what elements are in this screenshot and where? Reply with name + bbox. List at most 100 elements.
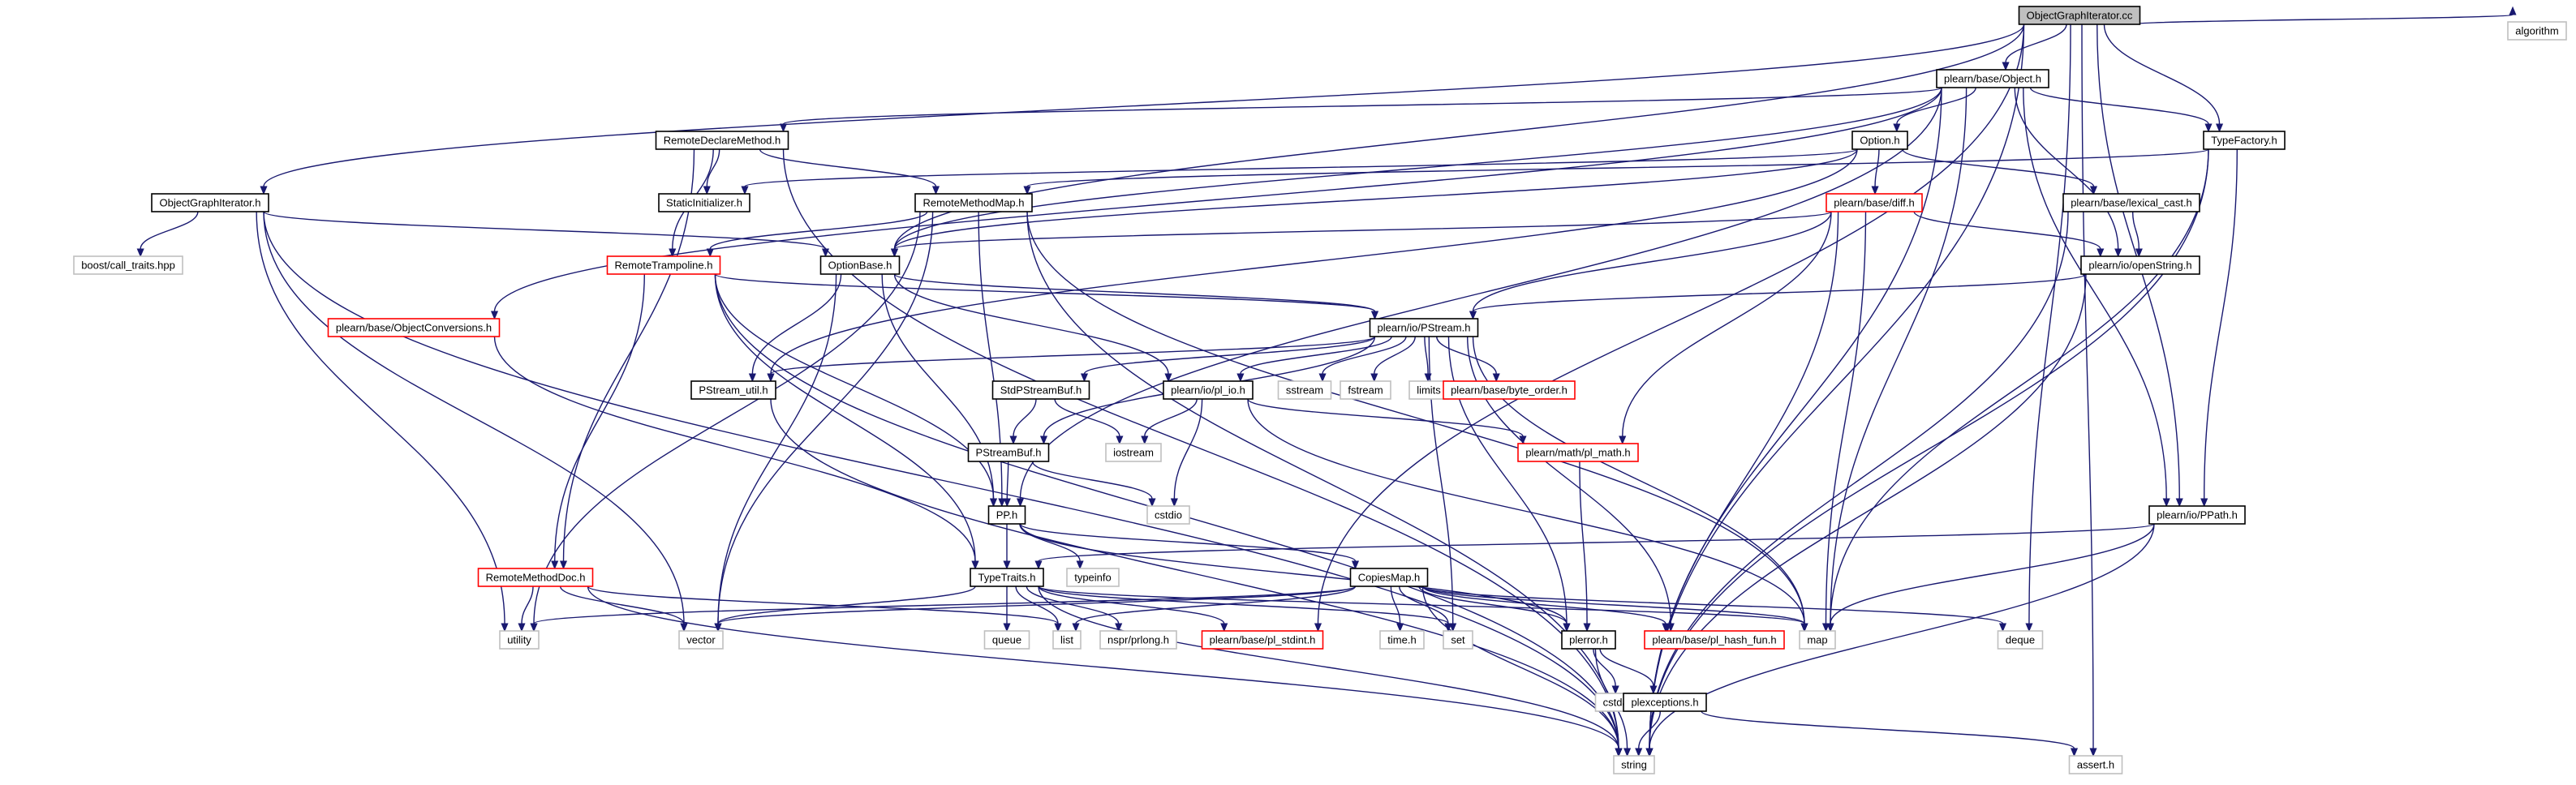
node-pstream-util-h[interactable]: PStream_util.h [690,380,776,400]
edge-arrowhead [260,186,268,195]
node-plearn-base-object-h[interactable]: plearn/base/Object.h [1936,69,2049,88]
node-remotemethoddoc-h[interactable]: RemoteMethodDoc.h [477,568,594,587]
node-pp-h[interactable]: PP.h [987,505,1026,525]
edge-line [1026,211,1805,624]
edge-line [263,211,1619,749]
node-label: plearn/io/openString.h [2088,260,2191,272]
edge-line [706,148,720,187]
node-deque: deque [1997,630,2044,650]
edge-line [533,586,1357,624]
node-typefactory-h[interactable]: TypeFactory.h [2203,131,2286,150]
node-plearn-base-diff-h[interactable]: plearn/base/diff.h [1826,193,1923,212]
node-remotetrampoline-h[interactable]: RemoteTrampoline.h [606,255,721,275]
edge-arrowhead [714,623,722,633]
node-plearn-io-ppath-h[interactable]: plearn/io/PPath.h [2148,505,2246,525]
node-box [2018,6,2141,25]
node-algorithm: algorithm [2507,21,2567,41]
edge-line [554,273,645,562]
edge-plearn-io-openstring-h-to-string [1645,273,2087,757]
edge-line [1649,211,1839,749]
edge-line [1593,648,1616,687]
edge-line [770,398,1619,749]
node-pstreambuf-h[interactable]: PStreamBuf.h [967,443,1050,462]
node-plearn-math-pl-math-h[interactable]: plearn/math/pl_math.h [1517,443,1639,462]
node-label: plearn/base/byte_order.h [1451,384,1568,397]
edge-line [263,211,827,250]
edge-line [1424,336,1429,375]
edge-line [1075,586,1357,624]
node-option-h[interactable]: Option.h [1851,131,1908,150]
edge-arrowhead [1645,748,1654,757]
edge-arrowhead [821,248,830,258]
node-label: limits [1417,384,1441,397]
edge-arrowhead [2215,123,2224,133]
edge-arrowhead [2200,498,2208,508]
node-label: TypeFactory.h [2211,135,2277,147]
edge-copiesmap-h-to-utility [530,586,1357,633]
edge-copiesmap-h-to-list [1072,586,1357,633]
edge-line [1649,211,2069,749]
edge-line [1418,586,1568,624]
node-label: nspr/prlong.h [1107,634,1169,646]
node-plexceptions-h[interactable]: plexceptions.h [1623,693,1707,712]
node-plearn-io-openstring-h[interactable]: plearn/io/openString.h [2080,255,2200,275]
node-plearn-base-objectconversions-h[interactable]: plearn/base/ObjectConversions.h [327,318,501,337]
edge-arrowhead [2509,6,2517,15]
edge-optionbase-h-to-pstream-util-h [748,273,842,383]
edge-objectgraphiterator-h-to-utility [256,211,509,633]
node-plearn-base-pl-stdint-h[interactable]: plearn/base/pl_stdint.h [1201,630,1324,650]
edge-plexceptions-h-to-assert-h [1701,710,2079,757]
node-plearn-base-lexical-cast-h[interactable]: plearn/base/lexical_cast.h [2062,193,2200,212]
edge-line [1374,336,1416,375]
edge-plearn-io-pstream-h-to-plearn-io-pl-io-h [1236,336,1392,383]
node-box [1105,443,1162,462]
edge-remotemethodmap-h-to-string [1026,211,1623,757]
edge-plexceptions-h-to-string [1635,710,1661,757]
node-plearn-base-pl-hash-fun-h[interactable]: plearn/base/pl_hash_fun.h [1644,630,1785,650]
node-plearn-io-pl-io-h[interactable]: plearn/io/pl_io.h [1163,380,1254,400]
node-remotedeclaremethod-h[interactable]: RemoteDeclareMethod.h [655,131,789,150]
node-objectgraphiterator-h[interactable]: ObjectGraphIterator.h [151,193,269,212]
edge-arrowhead [1583,623,1591,633]
edge-arrowhead [2204,123,2213,133]
edge-line [1472,211,1832,312]
edge-arrowhead [1635,748,1643,757]
edge-option-h-to-plearn-base-lexical-cast-h [1902,148,2098,195]
edge-line [1038,586,1449,624]
node-copiesmap-h[interactable]: CopiesMap.h [1349,568,1429,587]
edge-arrowhead [1871,186,1879,195]
edge-line [2014,87,2119,250]
node-remotemethodmap-h[interactable]: RemoteMethodMap.h [914,193,1033,212]
edge-arrowhead [1141,435,1149,445]
edge-arrowhead [1115,623,1123,633]
edge-arrowhead [2096,248,2105,258]
edge-arrowhead [1034,560,1043,570]
edge-plearn-base-lexical-cast-h-to-string [1645,211,2069,757]
edge-plearn-base-object-h-to-option-h [1893,87,1976,133]
edge-line [1649,273,2087,749]
edge-arrowhead [2089,186,2098,195]
node-box [1052,630,1082,650]
node-box [1936,69,2049,88]
node-optionbase-h[interactable]: OptionBase.h [819,255,901,275]
node-label: string [1621,759,1647,771]
edge-plearn-io-pstream-h-to-sstream [1318,336,1407,383]
node-plearn-io-pstream-h[interactable]: plearn/io/PStream.h [1369,318,1479,337]
node-label: time.h [1387,634,1416,646]
edge-arrowhead [1351,560,1360,570]
node-stdpstreambuf-h[interactable]: StdPStreamBuf.h [991,380,1090,400]
edge-line [881,273,995,500]
edge-plearn-base-object-h-to-plearn-io-ppath-h [2023,87,2170,508]
edge-line [493,336,976,562]
edge-arrowhead [2025,623,2033,633]
node-boost-call-traits-hpp: boost/call_traits.hpp [73,255,183,275]
node-plerror-h[interactable]: plerror.h [1561,630,1616,650]
node-typetraits-h[interactable]: TypeTraits.h [970,568,1044,587]
node-staticinitializer-h[interactable]: StaticInitializer.h [658,193,750,212]
node-label: plearn/io/PStream.h [1378,322,1471,334]
edge-line [1421,586,1619,749]
edge-arrowhead [1611,685,1619,695]
node-plearn-base-byte-order-h[interactable]: plearn/base/byte_order.h [1443,380,1576,400]
edge-plearn-io-openstring-h-to-plearn-io-pstream-h [1469,273,2087,320]
node-objectgraphiterator-cc[interactable]: ObjectGraphIterator.cc [2018,6,2141,25]
